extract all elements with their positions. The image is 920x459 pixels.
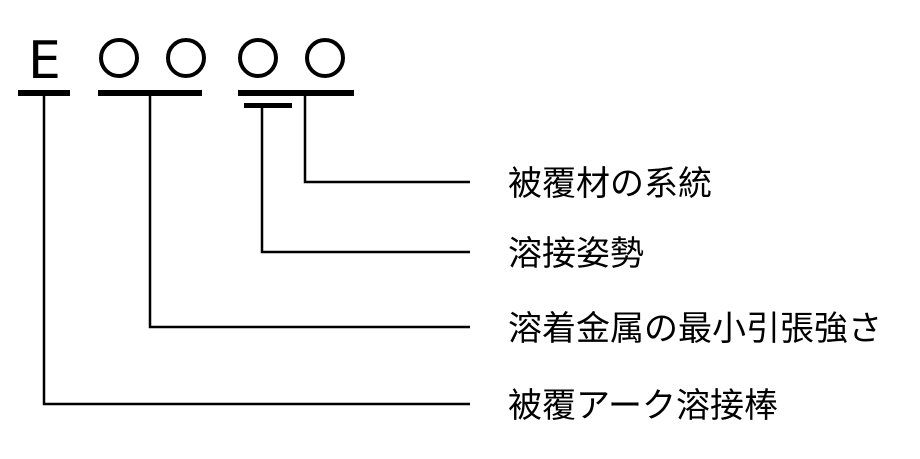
label-min-tensile-strength: 溶着金属の最小引張強さ [508,309,882,349]
leader-welding-position [260,108,470,254]
code-placeholder-2 [166,38,206,78]
underline-position-and-coating [238,90,354,96]
underline-strength-digits [98,90,202,96]
label-coating-type: 被覆材の系統 [508,164,712,204]
leader-electrode [42,96,470,406]
leader-min-tensile-strength [148,96,470,329]
code-placeholder-1 [99,38,139,78]
code-prefix-letter: E [28,31,61,91]
label-welding-position: 溶接姿勢 [508,234,644,274]
code-placeholder-3 [238,38,278,78]
code-placeholder-4 [305,38,345,78]
underline-position-digit [244,103,292,108]
underline-prefix [18,90,70,96]
leader-coating-type [303,96,470,184]
label-electrode: 被覆アーク溶接棒 [508,386,778,426]
